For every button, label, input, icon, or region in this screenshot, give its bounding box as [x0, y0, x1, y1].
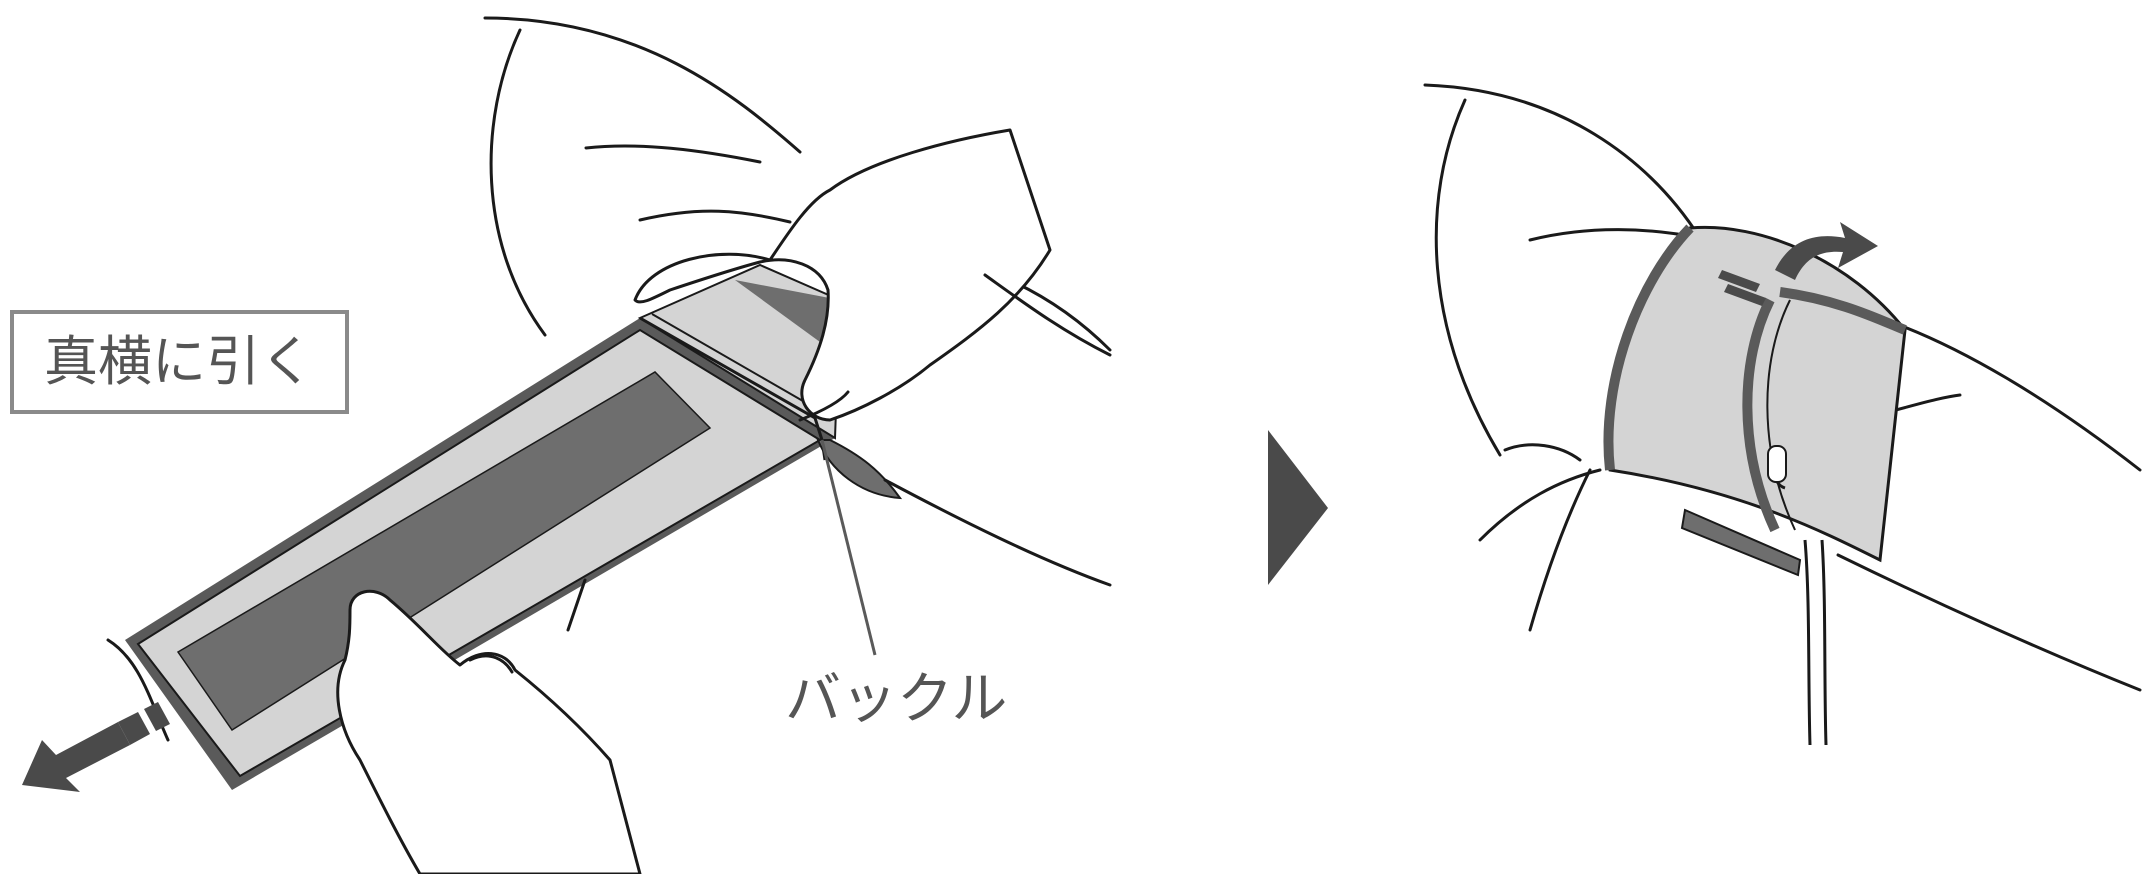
- step-wrap-cuff: [1425, 85, 2140, 745]
- pull-sideways-text: 真横に引く: [44, 330, 314, 393]
- next-step-arrow-icon: [1268, 430, 1328, 585]
- wrapped-cuff: [1608, 227, 1905, 745]
- pull-sideways-label: 真横に引く: [12, 312, 347, 412]
- buckle-label: バックル: [785, 667, 1007, 732]
- buckle-callout: バックル: [785, 440, 1007, 732]
- pull-direction-arrow-icon: [22, 702, 170, 792]
- step-pull-cuff: 真横に引く バックル: [12, 18, 1110, 874]
